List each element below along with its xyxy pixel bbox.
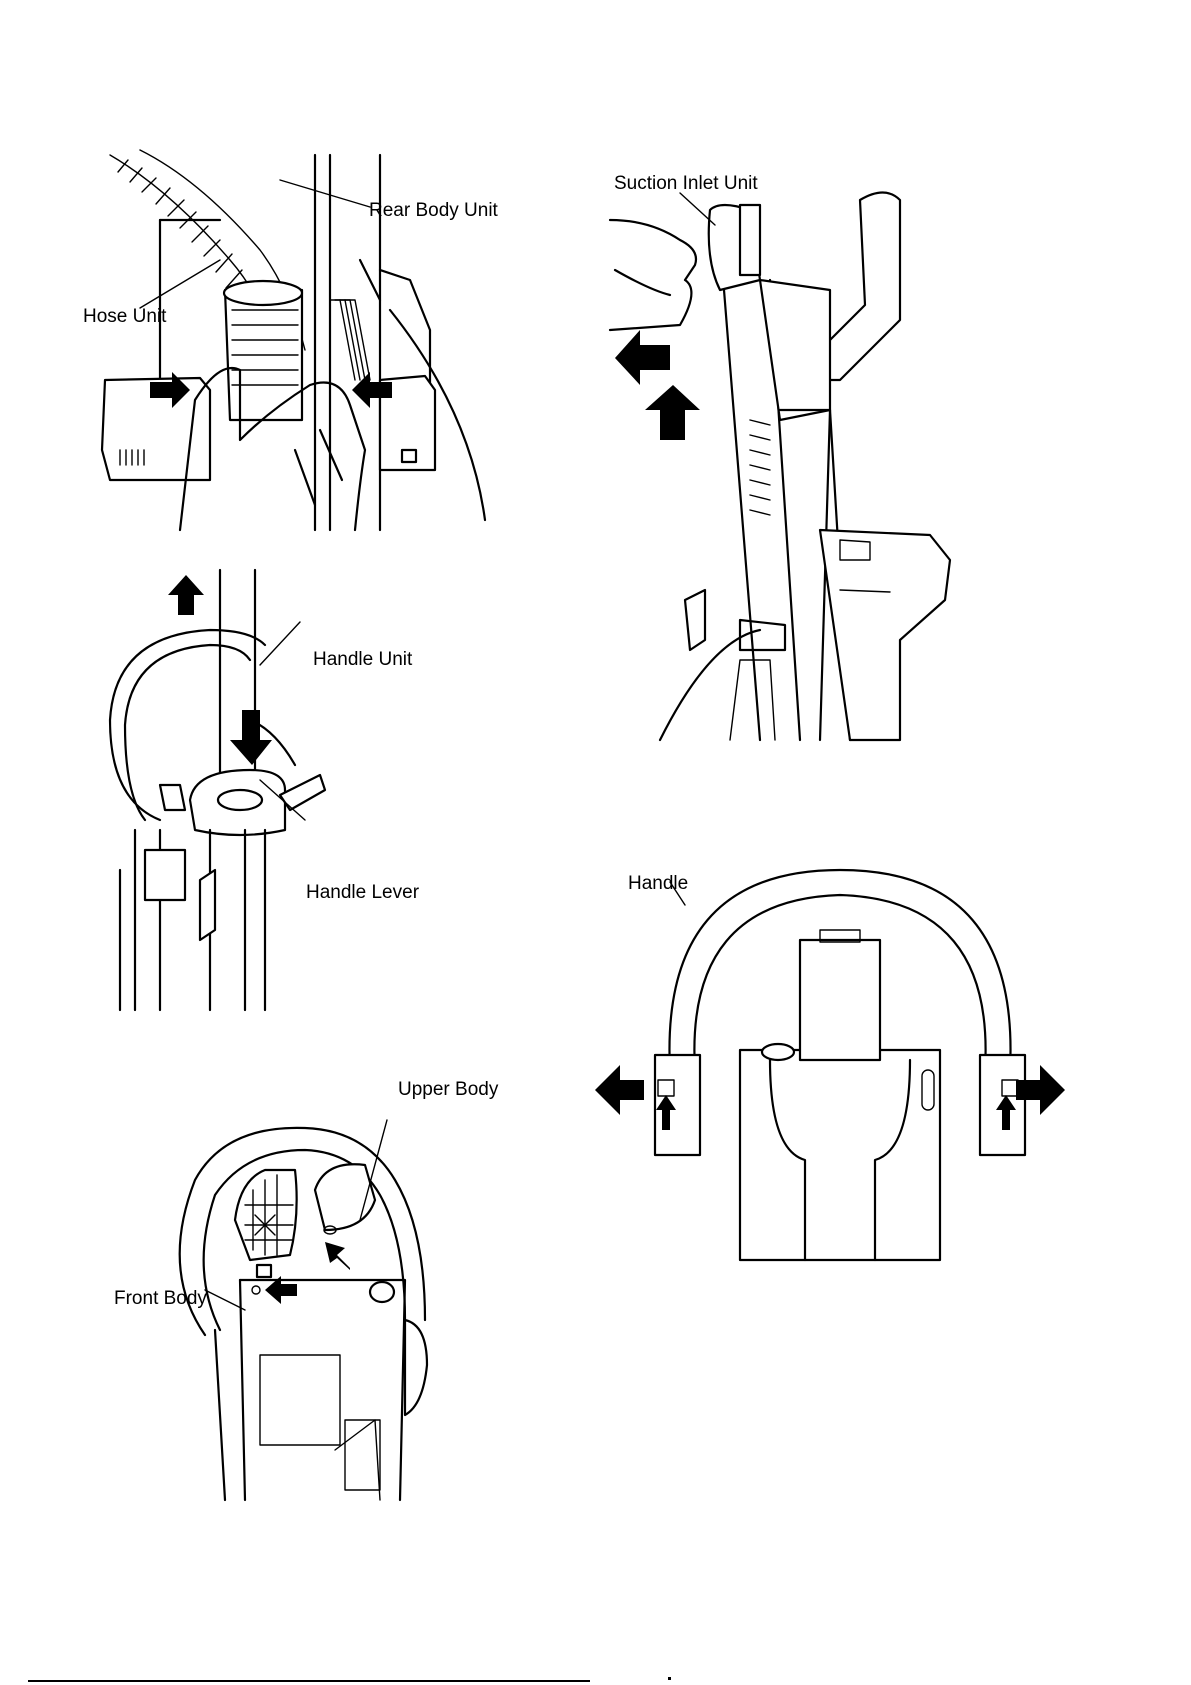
- figure-handle-unit: [100, 570, 480, 1010]
- figure-suction-inlet: [610, 180, 1030, 790]
- suction-inlet-illustration: [610, 180, 1030, 790]
- label-handle: Handle: [628, 873, 688, 895]
- handle-unit-illustration: [100, 570, 480, 1010]
- arrow-left-icon: [615, 330, 670, 385]
- label-hose-unit: Hose Unit: [83, 306, 166, 328]
- figure-handle: [640, 860, 1040, 1270]
- arrow-up-left-icon: [325, 1242, 350, 1270]
- footer-rule-mark: [668, 1677, 671, 1680]
- figure-upper-body: [165, 1120, 465, 1500]
- footer-rule: [28, 1680, 590, 1682]
- label-suction-inlet-unit: Suction Inlet Unit: [614, 173, 758, 195]
- arrow-up-icon: [168, 575, 204, 615]
- label-front-body: Front Body: [114, 1288, 207, 1310]
- label-handle-unit: Handle Unit: [313, 649, 412, 671]
- arrow-up-icon: [645, 385, 700, 440]
- label-handle-lever: Handle Lever: [306, 882, 419, 904]
- arrow-down-icon: [230, 710, 272, 765]
- arrow-left-icon: [595, 1065, 644, 1115]
- label-upper-body: Upper Body: [398, 1079, 498, 1101]
- upper-body-illustration: [165, 1120, 465, 1500]
- handle-illustration: [640, 860, 1040, 1270]
- label-rear-body-unit: Rear Body Unit: [369, 200, 498, 222]
